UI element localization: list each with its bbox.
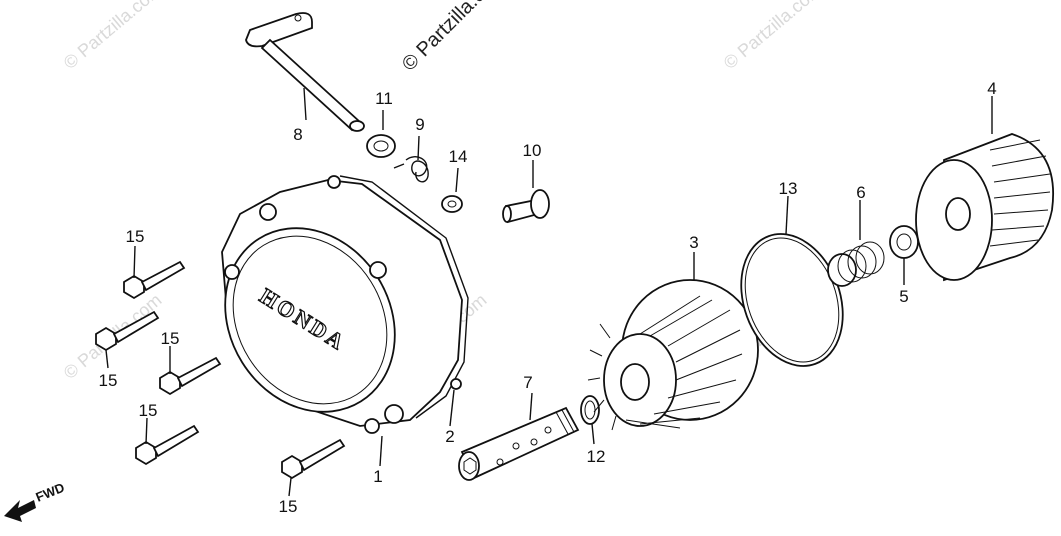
callout-8: 8 (293, 125, 302, 144)
part-2-gasket (339, 175, 469, 419)
callout-2: 2 (445, 427, 454, 446)
arrow-icon (4, 500, 36, 522)
part-9-spring (393, 156, 429, 183)
callout-4: 4 (987, 79, 996, 98)
callout-6: 6 (856, 183, 865, 202)
part-12-oring (580, 395, 600, 425)
fwd-label: FWD (34, 480, 67, 505)
callout-15: 15 (161, 329, 180, 348)
part-14-washer (441, 195, 463, 213)
watermark-dark: © Partzilla.com (398, 0, 509, 76)
bolt (95, 310, 160, 352)
callout-9: 9 (415, 115, 424, 134)
bolt (159, 356, 222, 396)
part-5-washer (889, 225, 919, 259)
callout-14: 14 (449, 147, 468, 166)
part-13-oring-large (740, 233, 844, 367)
callout-1: 1 (373, 467, 382, 486)
bolt (135, 424, 200, 466)
fwd-arrow: FWD (4, 480, 67, 522)
bolt (123, 260, 186, 300)
part-6-spring (827, 241, 885, 287)
part-11-seal (366, 134, 396, 158)
part-7-filter-bolt (458, 406, 580, 481)
callout-15: 15 (139, 401, 158, 420)
part-4-filter-element (915, 133, 1054, 282)
callout-11: 11 (375, 89, 393, 108)
watermark: © Partzilla.com (60, 0, 166, 73)
part-3-filter-cover (587, 279, 759, 431)
part-1-cover: HONDA (221, 175, 463, 434)
leader-lines (105, 87, 993, 497)
part-8-shaft (245, 12, 365, 132)
callout-15: 15 (99, 371, 118, 390)
callout-10: 10 (523, 141, 542, 160)
bolts-15 (95, 260, 346, 480)
watermark: © Partzilla.com (720, 0, 826, 73)
callout-5: 5 (899, 287, 908, 306)
callouts: 8 11 9 14 10 3 13 6 4 5 7 12 2 1 15 15 1… (99, 79, 997, 516)
callout-12: 12 (587, 447, 606, 466)
callout-3: 3 (689, 233, 698, 252)
callout-15: 15 (126, 227, 145, 246)
part-10-pin (502, 189, 550, 224)
bolt (281, 438, 346, 480)
callout-13: 13 (779, 179, 798, 198)
callout-15: 15 (279, 497, 298, 516)
callout-7: 7 (523, 373, 532, 392)
